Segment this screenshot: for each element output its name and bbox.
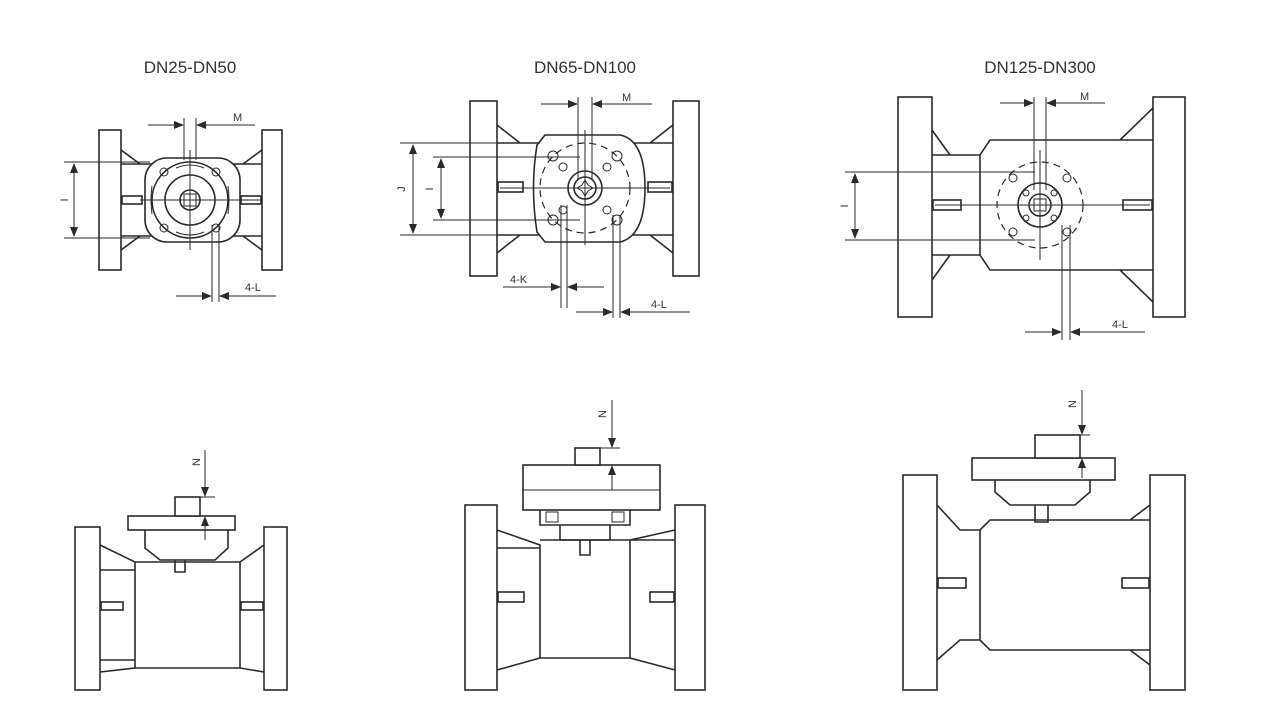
title-dn25-dn50: DN25-DN50: [144, 58, 237, 77]
dim-label-4l: 4-L: [651, 299, 667, 311]
top-view-dn25-dn50: I M 4-L: [59, 112, 283, 302]
dim-label-n: N: [191, 458, 203, 466]
dim-label-4l: 4-L: [1112, 319, 1128, 331]
dim-label-i: I: [424, 187, 436, 190]
dim-label-i: I: [59, 198, 71, 201]
top-view-dn125-dn300: I M 4-L: [839, 91, 1186, 340]
side-view-dn25-dn50: N: [74, 450, 288, 691]
top-view-dn65-dn100: J I M 4-K 4-L: [396, 92, 700, 318]
dim-label-m: M: [622, 92, 631, 104]
dim-label-4l: 4-L: [245, 282, 261, 294]
dim-label-i: I: [839, 204, 851, 207]
dim-label-n: N: [1067, 400, 1079, 408]
dim-label-n: N: [597, 410, 609, 418]
title-dn125-dn300: DN125-DN300: [984, 58, 1096, 77]
dim-label-4k: 4-K: [510, 274, 528, 286]
side-view-dn125-dn300: N: [902, 390, 1186, 691]
title-dn65-dn100: DN65-DN100: [534, 58, 636, 77]
dim-label-m: M: [1080, 91, 1089, 103]
dim-label-m: M: [233, 112, 242, 124]
dim-label-j: J: [396, 186, 408, 192]
side-view-dn65-dn100: N: [464, 400, 706, 691]
